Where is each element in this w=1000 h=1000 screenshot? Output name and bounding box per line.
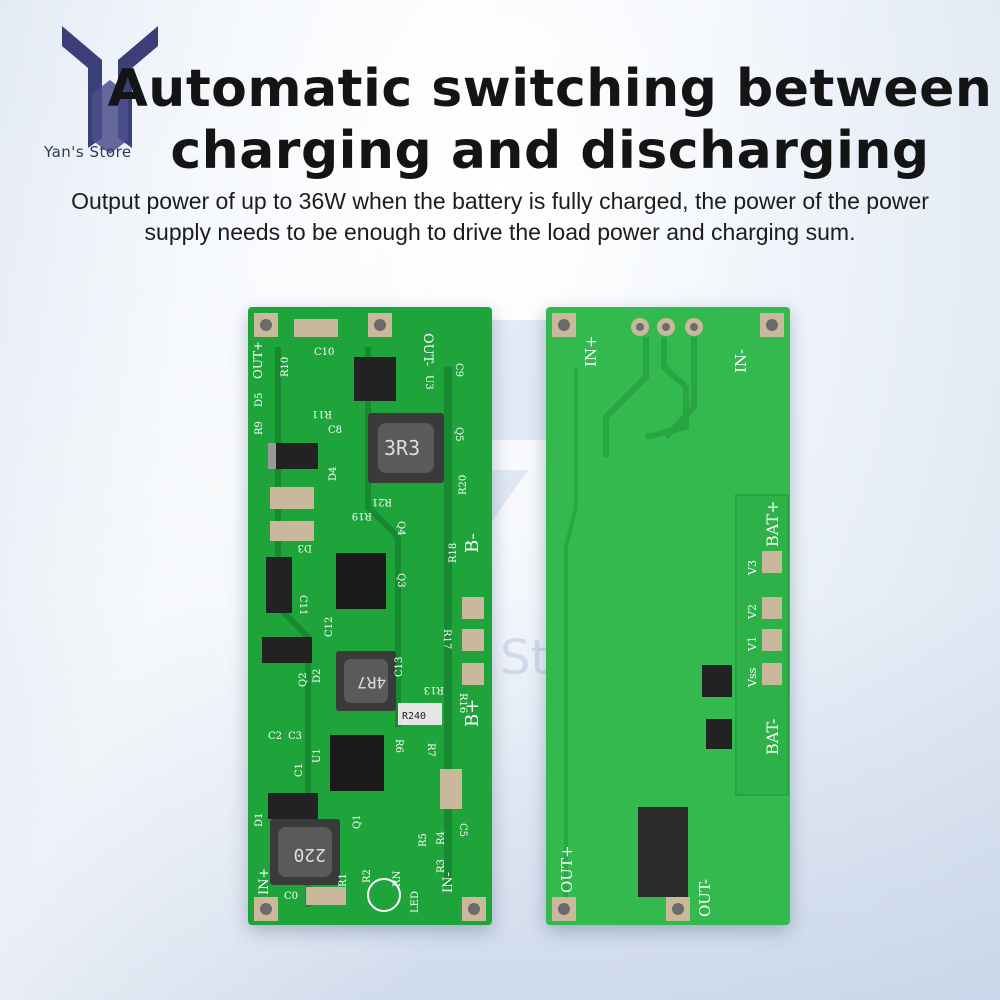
- designator-r21: R21: [372, 496, 392, 507]
- designator-r6: R6: [393, 739, 404, 753]
- designator-r4: R4: [436, 831, 447, 845]
- title-line-2: charging and discharging: [170, 121, 930, 181]
- designator-c10: C10: [314, 347, 334, 358]
- designator-d2: D2: [312, 669, 323, 683]
- designator-r10: R10: [280, 357, 291, 377]
- back-label-bat-plus: BAT+: [763, 500, 782, 547]
- designator-c2: C2: [268, 731, 282, 742]
- designator-c5: C5: [457, 823, 468, 837]
- designator-r7: R7: [425, 743, 436, 757]
- back-label-vss: Vss: [746, 667, 759, 688]
- designator-c9: C9: [453, 363, 464, 377]
- designator-c1: C1: [294, 763, 305, 777]
- designator-c13: C13: [394, 657, 405, 677]
- front-pcb-board: OUT- OUT+ IN+ IN- B+ B- LED 3R3 4R7 220 …: [248, 307, 492, 925]
- designator-rn: RN: [392, 870, 403, 887]
- page-subtitle: Output power of up to 36W when the batte…: [71, 188, 929, 245]
- designator-c12: C12: [324, 617, 335, 637]
- page-title: Automatic switching between charging and…: [100, 58, 1000, 182]
- designator-r13: R13: [424, 684, 444, 695]
- designator-r19: R19: [352, 510, 372, 521]
- label-out-minus: OUT-: [420, 333, 435, 366]
- designator-r17: R17: [441, 629, 452, 649]
- designator-q1: Q1: [352, 814, 363, 829]
- designator-c11: C11: [297, 595, 308, 615]
- designator-r11: R11: [312, 408, 332, 419]
- store-name: Yan's Store: [44, 143, 132, 161]
- designator-q3: Q3: [395, 573, 406, 588]
- back-label-in-plus: IN+: [582, 335, 600, 367]
- back-label-bat-minus: BAT-: [763, 719, 782, 755]
- designator-c8: C8: [328, 425, 342, 436]
- designator-d3: D3: [298, 542, 312, 553]
- back-label-v2: V2: [746, 604, 759, 620]
- designator-q4: Q4: [395, 521, 406, 536]
- label-b-minus: B-: [462, 533, 483, 553]
- inductor-3r3-label: 3R3: [384, 436, 420, 460]
- label-led: LED: [410, 891, 421, 913]
- designator-d5: D5: [254, 393, 265, 407]
- label-b-plus: B+: [462, 699, 483, 727]
- designator-r5: R5: [418, 833, 429, 847]
- designator-d4: D4: [328, 467, 339, 481]
- designator-r3: R3: [436, 859, 447, 873]
- designator-c3: C3: [288, 731, 302, 742]
- title-line-1: Automatic switching between: [107, 59, 993, 119]
- back-pcb-board: IN+ IN- BAT+ V3 V2 V1 Vss BAT- OUT+ OUT-: [546, 307, 790, 925]
- yt-monogram-icon: [62, 26, 158, 154]
- designator-q2: Q2: [298, 672, 309, 687]
- back-label-v1: V1: [746, 636, 759, 652]
- inductor-220-label: 220: [293, 844, 326, 865]
- back-label-out-minus: OUT-: [696, 879, 714, 917]
- designator-d1: D1: [254, 813, 265, 827]
- inductor-4r7-label: 4R7: [357, 673, 386, 692]
- back-label-out-plus: OUT+: [558, 845, 576, 893]
- designator-r18: R18: [448, 543, 459, 563]
- designator-r16: R16: [457, 693, 468, 713]
- designator-u3: U3: [423, 375, 434, 390]
- designator-c0: C0: [284, 891, 298, 902]
- label-in-minus: IN-: [441, 872, 456, 893]
- resistor-r240-label: R240: [402, 711, 426, 722]
- designator-r2: R2: [362, 869, 373, 883]
- designator-u1: U1: [312, 748, 323, 763]
- designator-q5: Q5: [453, 427, 464, 442]
- back-label-v3: V3: [746, 560, 759, 576]
- designator-r20: R20: [458, 475, 469, 495]
- designator-r1: R1: [338, 873, 349, 887]
- label-out-plus: OUT+: [251, 341, 265, 379]
- label-in-plus: IN+: [257, 868, 272, 895]
- back-label-in-minus: IN-: [732, 349, 750, 373]
- designator-r9: R9: [254, 421, 265, 435]
